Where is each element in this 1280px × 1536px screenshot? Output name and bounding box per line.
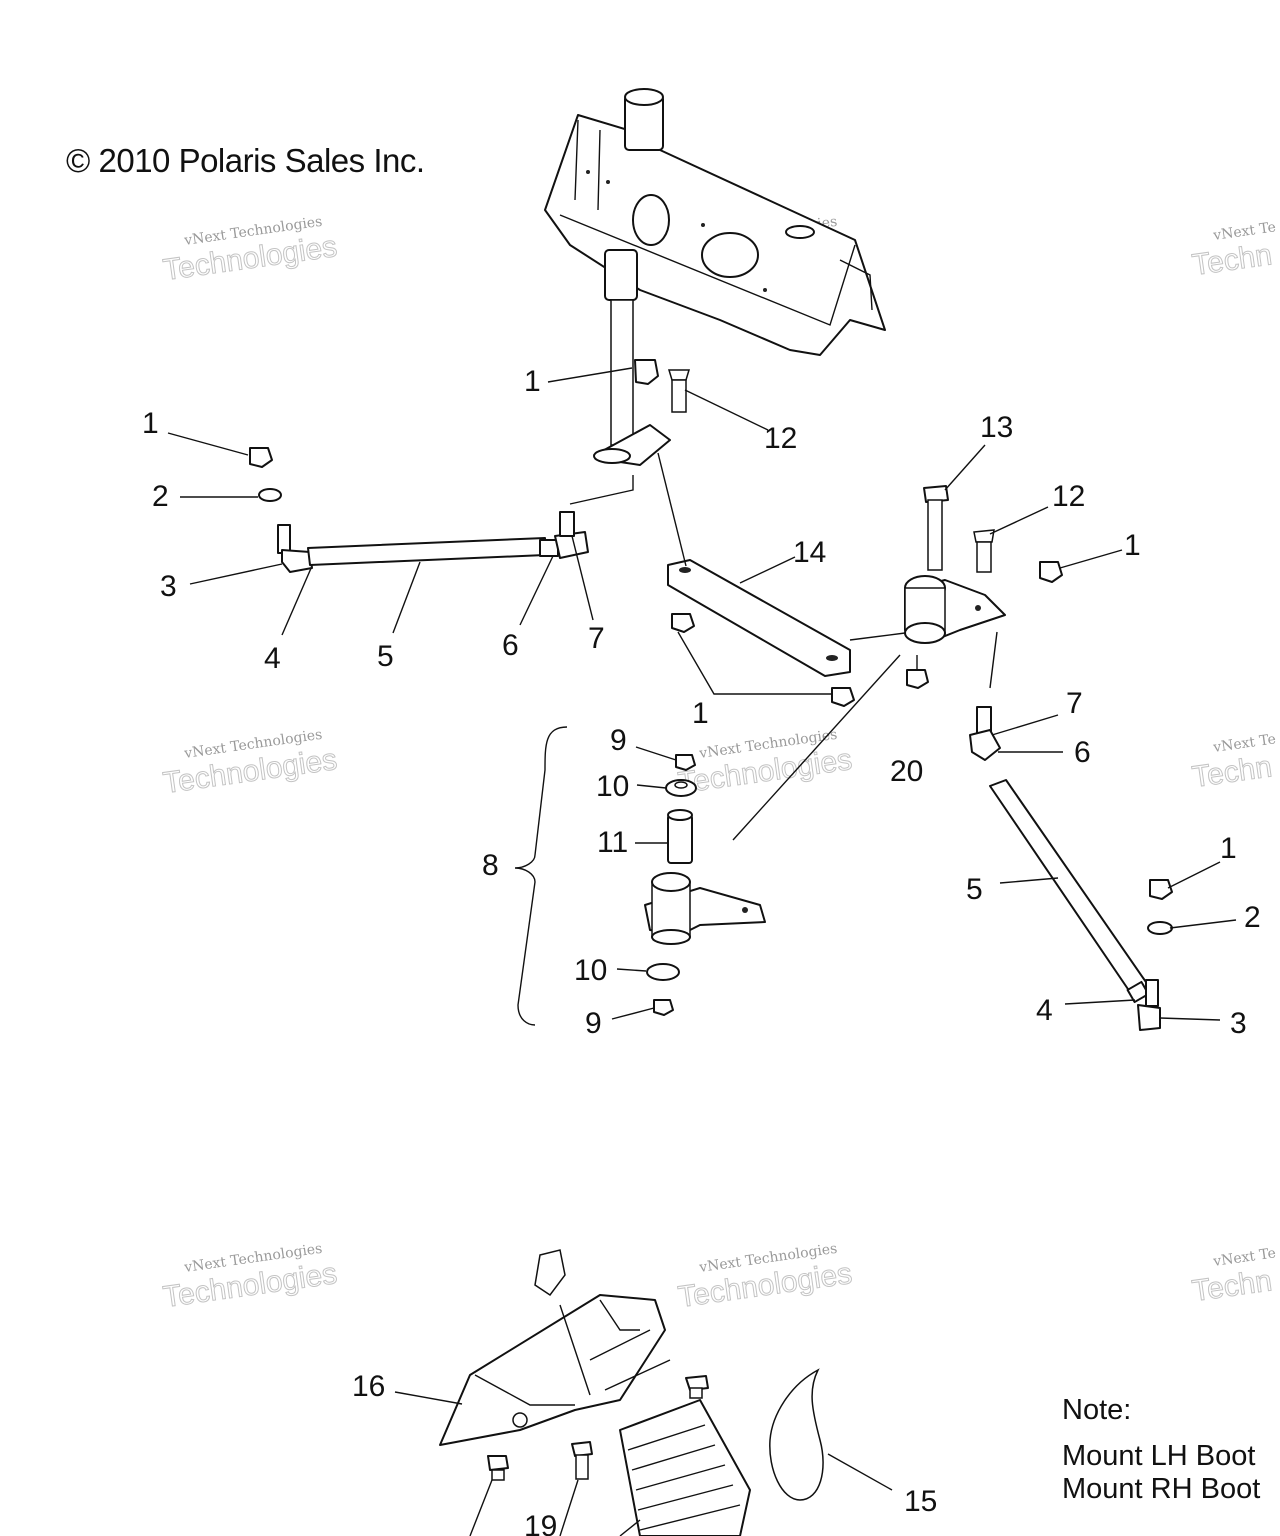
watermark-edge-low: vNext Te Techn xyxy=(1190,1245,1277,1308)
note-line-lh-boot: Mount LH Boot xyxy=(1062,1440,1256,1472)
callout-label: 19 xyxy=(524,1510,557,1536)
callout-label: 10 xyxy=(574,954,607,987)
callout-label: 6 xyxy=(502,629,519,662)
rubber-boot xyxy=(589,1329,751,1536)
watermark-mid-left: vNext Technologies Technologies xyxy=(161,727,340,801)
callout-label: 1 xyxy=(1124,529,1141,562)
right-washer xyxy=(1147,921,1173,935)
copyright-notice: © 2010 Polaris Sales Inc. xyxy=(66,142,425,179)
short-bolt-right xyxy=(973,529,995,573)
callout-label: 1 xyxy=(1220,832,1237,865)
callout-label: 12 xyxy=(764,422,797,455)
post-nut xyxy=(634,359,659,385)
boot-bracket xyxy=(439,1294,666,1446)
callout-label: 9 xyxy=(610,724,627,757)
kit-washer-bottom xyxy=(646,963,680,981)
kit-bushing xyxy=(667,809,693,864)
callout-label: 11 xyxy=(597,826,628,859)
callout-label: 5 xyxy=(966,873,983,906)
watermark-text: Techn xyxy=(1190,238,1274,282)
bracket-bolt-lower xyxy=(487,1455,509,1481)
left-washer xyxy=(258,488,282,502)
callout-label: 3 xyxy=(1230,1007,1247,1040)
nut-right-top xyxy=(1039,561,1063,583)
callout-label: 14 xyxy=(793,536,826,569)
watermark-edge-top: vNext Te Techn xyxy=(1190,219,1277,282)
right-tie-rod xyxy=(969,706,1161,1031)
kit-washer-top xyxy=(665,779,697,797)
connecting-bar xyxy=(667,559,851,677)
callout-label: 7 xyxy=(588,622,605,655)
long-bolt xyxy=(923,485,949,571)
callout-label: 4 xyxy=(1036,994,1053,1027)
watermark-text: Techn xyxy=(1190,750,1274,794)
callout-label: 12 xyxy=(1052,480,1085,513)
callout-label: 1 xyxy=(524,365,541,398)
kit-nut-top xyxy=(675,754,696,771)
watermark-low-center: vNext Technologies Technologies xyxy=(676,1241,855,1315)
bar-nut-left xyxy=(671,613,695,633)
callout-label: 13 xyxy=(980,411,1013,444)
kit-nut-bottom xyxy=(653,999,674,1016)
callout-labels: 1 12 1 2 3 4 5 6 7 13 12 1 14 1 9 10 11 … xyxy=(142,365,1261,1536)
callout-label: 2 xyxy=(1244,901,1261,934)
left-tie-rod xyxy=(277,511,589,573)
right-nut xyxy=(1149,879,1173,900)
callout-label: 16 xyxy=(352,1370,385,1403)
left-nut xyxy=(249,447,273,468)
callout-label: 1 xyxy=(142,407,159,440)
watermark-low-left: vNext Technologies Technologies xyxy=(161,1241,340,1315)
tie-strap xyxy=(769,1368,824,1501)
callout-label: 4 xyxy=(264,642,281,675)
callout-label: 2 xyxy=(152,480,169,513)
frame-bracket xyxy=(544,88,886,356)
callout-label: 6 xyxy=(1074,736,1091,769)
boot-connector xyxy=(534,1249,566,1297)
note-title: Note: xyxy=(1062,1394,1132,1426)
callout-label: 20 xyxy=(890,755,923,788)
watermark-top-left: vNext Technologies Technologies xyxy=(161,214,340,288)
callout-label: 9 xyxy=(585,1007,602,1040)
kit-bracket-brace xyxy=(514,726,568,1026)
callout-label: 7 xyxy=(1066,687,1083,720)
bar-nut-right xyxy=(831,687,855,707)
bracket-bolt-upper xyxy=(685,1375,709,1399)
bracket-bolt-19 xyxy=(571,1441,593,1480)
callout-label: 3 xyxy=(160,570,177,603)
steering-post xyxy=(593,249,671,466)
watermark-text: Techn xyxy=(1190,1264,1274,1308)
leader-lines xyxy=(167,367,1237,1536)
watermark-edge-mid: vNext Te Techn xyxy=(1190,731,1277,794)
kit-idler-arm xyxy=(644,872,766,945)
callout-label: 8 xyxy=(482,849,499,882)
pivot-arm xyxy=(904,575,1006,644)
callout-label: 15 xyxy=(904,1485,937,1518)
callout-label: 1 xyxy=(692,697,709,730)
lower-nut-20 xyxy=(906,669,929,689)
callout-label: 10 xyxy=(596,770,629,803)
post-bolt xyxy=(667,369,691,413)
callout-label: 5 xyxy=(377,640,394,673)
note-line-rh-boot: Mount RH Boot xyxy=(1062,1473,1261,1505)
